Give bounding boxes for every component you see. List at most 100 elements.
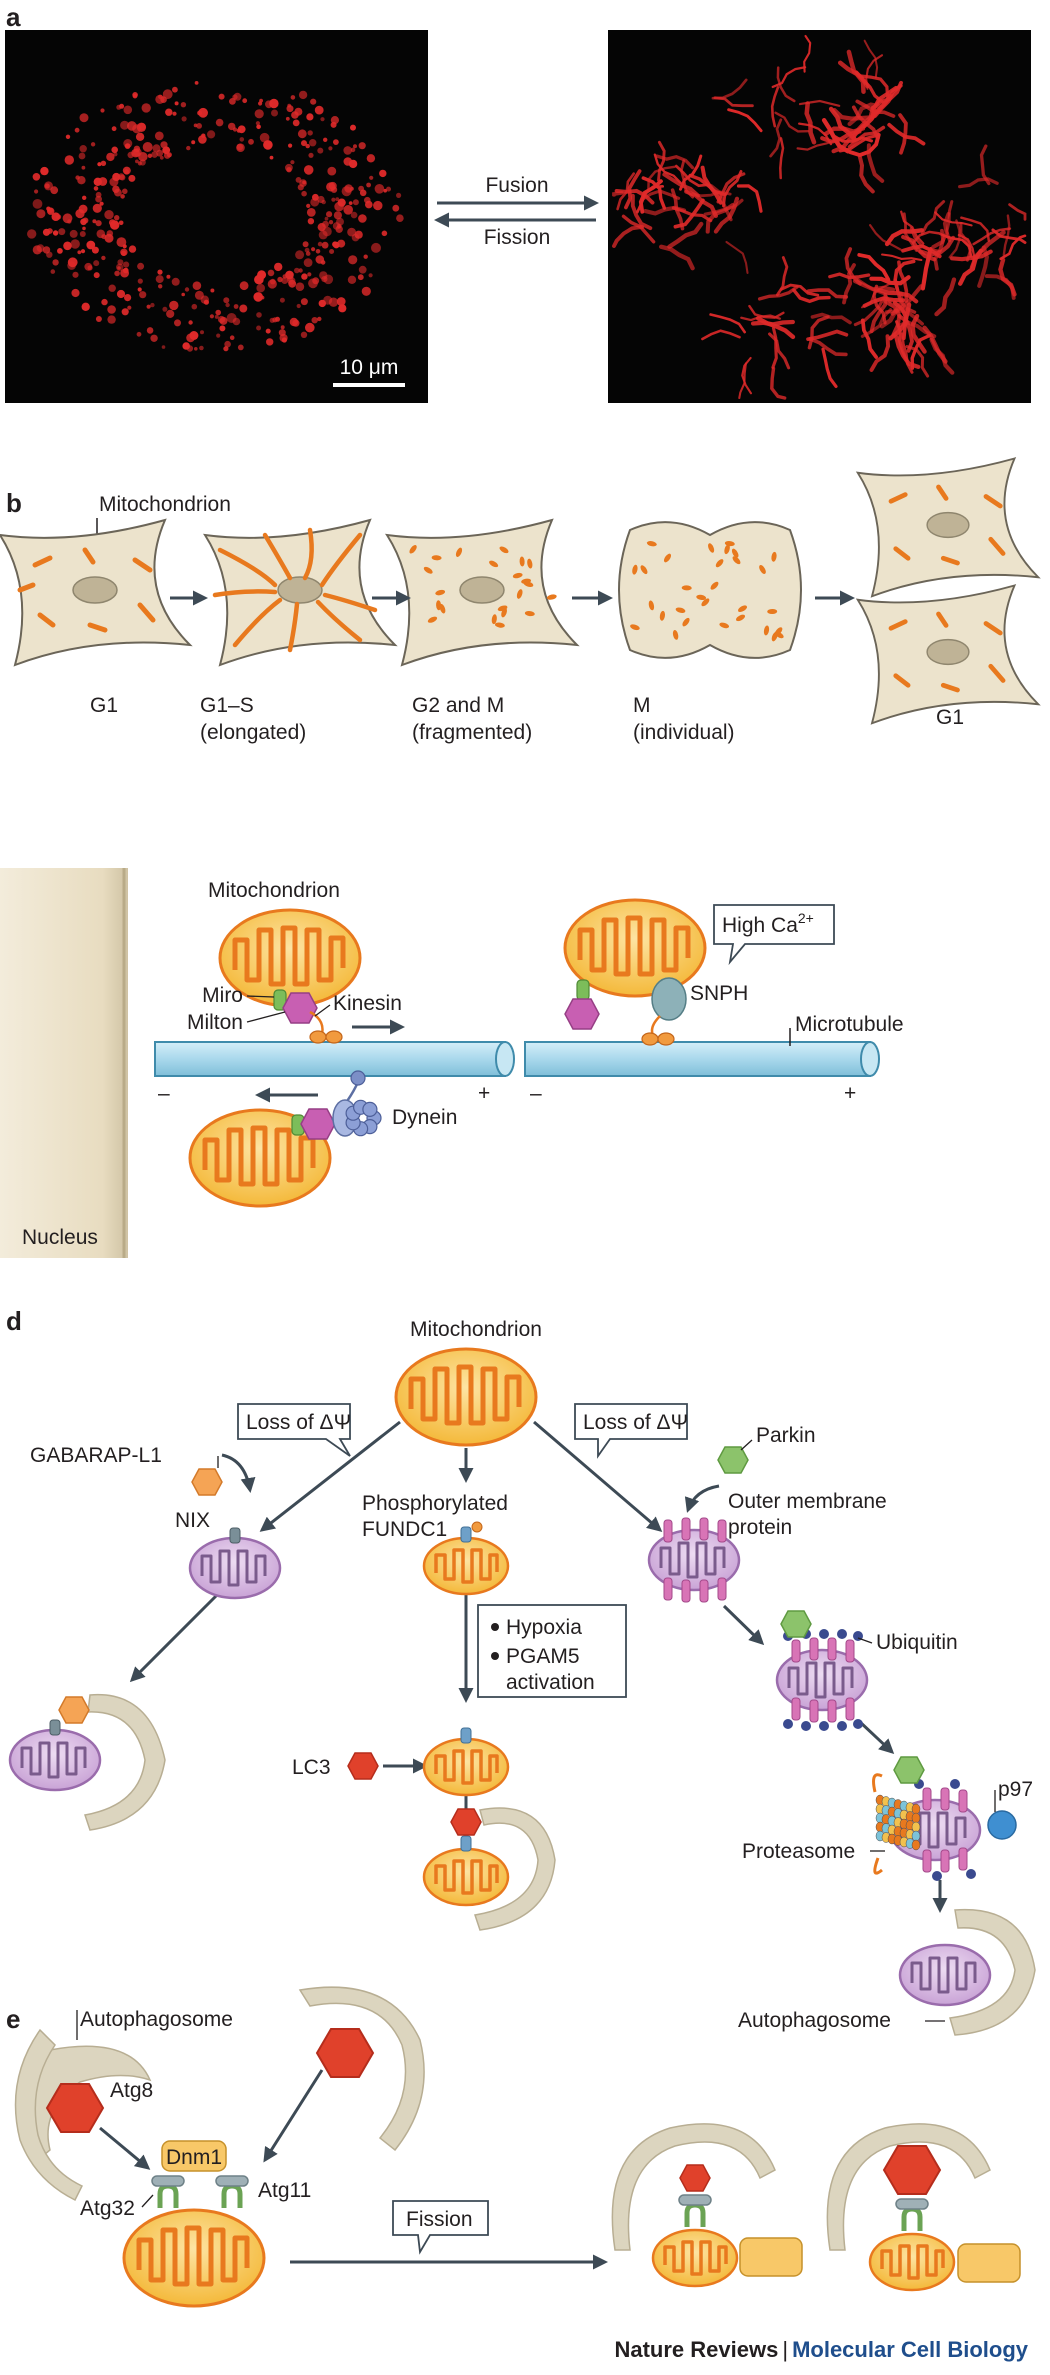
pgam5-label-2: activation xyxy=(506,1671,595,1694)
plus-end-right: + xyxy=(844,1082,856,1105)
mitochondrion-label-b: Mitochondrion xyxy=(99,493,231,516)
stage-4-line1: G1 xyxy=(936,706,964,729)
atg32-label: Atg32 xyxy=(80,2197,135,2220)
scale-bar-label: 10 μm xyxy=(340,356,399,379)
journal-footer: Nature Reviews|Molecular Cell Biology xyxy=(614,2337,1028,2363)
fission-product-left xyxy=(611,2123,803,2288)
p97-protein xyxy=(987,1810,1017,1840)
autophagosome-label-d: Autophagosome xyxy=(738,2009,891,2032)
ubiquitin-label: Ubiquitin xyxy=(876,1631,958,1654)
mitochondrion-proteasome xyxy=(888,1756,982,1881)
miro-protein xyxy=(273,989,287,1011)
autophagosome-nix xyxy=(8,1693,166,1831)
fundc1-label-1: Phosphorylated xyxy=(362,1492,508,1515)
hypoxia-box xyxy=(477,1604,627,1698)
miro-label: Miro xyxy=(202,984,243,1007)
panel-d-letter: d xyxy=(6,1306,22,1336)
micrograph-fragmented xyxy=(5,30,428,403)
lc3-protein xyxy=(347,1752,379,1780)
stage-1-line1: G1–S xyxy=(200,694,254,717)
autophagosome-label-e: Autophagosome xyxy=(80,2008,233,2031)
mitochondrion-label-d: Mitochondrion xyxy=(410,1318,542,1341)
stage-1-line2: (elongated) xyxy=(200,721,306,744)
stage-2-line2: (fragmented) xyxy=(412,721,532,744)
high-ca-callout xyxy=(713,904,835,966)
proteasome xyxy=(872,1773,921,1875)
autophagosome-e-right xyxy=(298,1986,425,2152)
panel-a-letter: a xyxy=(6,2,21,32)
milton-label: Milton xyxy=(187,1011,243,1034)
dnm1-label: Dnm1 xyxy=(166,2146,222,2169)
milton-protein-2 xyxy=(564,998,600,1030)
atg8-protein-right xyxy=(316,2028,374,2078)
plus-end-left: + xyxy=(478,1082,490,1105)
parkin-label: Parkin xyxy=(756,1424,816,1447)
daughter-cell-top xyxy=(856,457,1040,598)
fused-mitochondria-network xyxy=(612,34,1027,400)
nucleus-region xyxy=(0,868,128,1258)
kinesin-motor-2 xyxy=(641,1015,675,1046)
microtubule-left xyxy=(154,1041,515,1077)
hypoxia-label: Hypoxia xyxy=(506,1616,582,1639)
loss-right-label: Loss of ΔΨ xyxy=(583,1411,688,1434)
omp-label-1: Outer membrane xyxy=(728,1490,887,1513)
panel-b-letter: b xyxy=(6,488,22,518)
cell-dividing xyxy=(618,521,802,659)
stage-2-line1: G2 and M xyxy=(412,694,504,717)
milton-protein-3 xyxy=(300,1108,336,1140)
loss-left-label: Loss of ΔΨ xyxy=(246,1411,351,1434)
milton-protein xyxy=(282,992,318,1024)
dynein-motor xyxy=(331,1070,382,1137)
parkin-protein xyxy=(717,1446,749,1474)
lc3-label: LC3 xyxy=(292,1756,331,1779)
pgam5-label-1: PGAM5 xyxy=(506,1645,580,1668)
mitochondrion-label-c: Mitochondrion xyxy=(208,879,340,902)
fission-callout-e xyxy=(392,2200,489,2255)
journal-name: Nature Reviews xyxy=(614,2337,779,2362)
mitochondrion-e xyxy=(124,2210,264,2306)
fission-product-right xyxy=(826,2123,1021,2292)
atg8-label: Atg8 xyxy=(110,2079,153,2102)
stage-3-line2: (individual) xyxy=(633,721,735,744)
journal-separator: | xyxy=(782,2337,789,2362)
journal-subtitle: Molecular Cell Biology xyxy=(792,2337,1028,2362)
autophagosome-parkin xyxy=(898,1908,1036,2036)
mitochondrion-nix xyxy=(188,1536,282,1600)
atg11-label: Atg11 xyxy=(258,2179,311,2202)
autophagosome-fundc1 xyxy=(422,1807,556,1931)
loss-left-callout xyxy=(237,1403,351,1457)
atg32-receptor xyxy=(152,2176,184,2208)
dynein-label: Dynein xyxy=(392,1106,457,1129)
gabarap-label: GABARAP-L1 xyxy=(30,1444,162,1467)
kinesin-label: Kinesin xyxy=(333,992,402,1015)
p97-label: p97 xyxy=(998,1778,1033,1801)
dnm1-protein xyxy=(161,2140,227,2172)
gabarap-protein xyxy=(191,1468,223,1496)
atg-arrows xyxy=(99,2069,608,2270)
micrograph-fused xyxy=(608,30,1031,403)
panel-e-letter: e xyxy=(6,2004,20,2034)
kinesin-motor xyxy=(309,1010,343,1044)
proteasome-label: Proteasome xyxy=(742,1840,855,1863)
snph-label: SNPH xyxy=(690,982,748,1005)
omp-label-2: protein xyxy=(728,1516,792,1539)
pathway-arrows-d xyxy=(129,1420,948,1913)
atg11-receptor xyxy=(216,2176,248,2208)
nix-receptor xyxy=(229,1527,241,1544)
phosphate xyxy=(471,1521,483,1533)
stage-0-line1: G1 xyxy=(90,694,118,717)
mitochondrion-fundc1 xyxy=(422,1536,510,1596)
high-ca-text: High Ca xyxy=(722,914,798,937)
autophagosome-e-left xyxy=(14,2028,152,2202)
fusion-label: Fusion xyxy=(485,174,548,197)
cell-g1-s xyxy=(204,519,396,666)
minus-end-left: – xyxy=(158,1082,170,1105)
mitochondrion-fundc1-lc3 xyxy=(422,1737,510,1797)
snph-protein xyxy=(651,977,687,1021)
nucleus-label: Nucleus xyxy=(22,1226,98,1249)
nix-label: NIX xyxy=(175,1509,210,1532)
fundc1-receptor xyxy=(460,1526,472,1543)
daughter-cell-bottom xyxy=(856,584,1040,725)
high-ca-label: High Ca2+ xyxy=(722,910,814,937)
